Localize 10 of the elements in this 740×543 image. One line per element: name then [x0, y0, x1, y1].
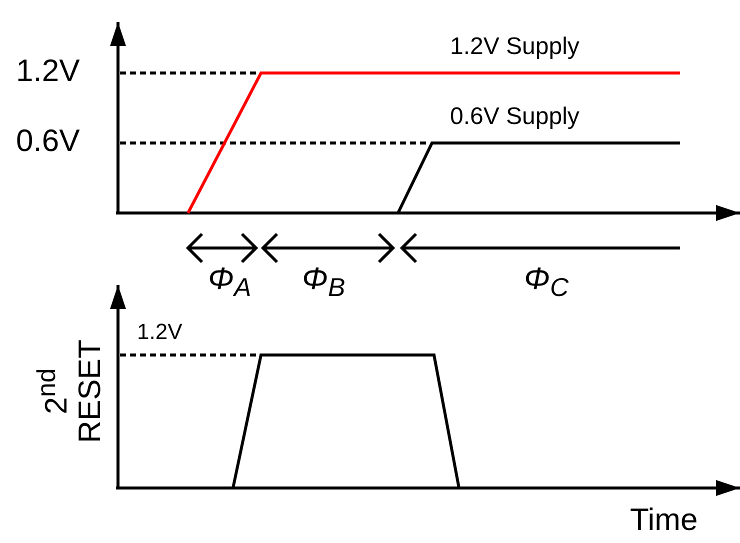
phase-label: Φ$_{C}$: [524, 262, 569, 303]
phase-label: Φ$_{A}$: [208, 262, 252, 303]
axis-tick-label: 0.6V: [16, 124, 80, 158]
axis-label: Time: [630, 503, 698, 538]
axis-tick-label: 1.2V: [16, 54, 80, 88]
axis-label: 2$^{nd}$ RESET: [33, 338, 108, 444]
phase-label: Φ$_{B}$: [302, 262, 346, 303]
waveform-label: 1.2V Supply: [450, 34, 580, 60]
axis-tick-label: 1.2V: [137, 320, 182, 344]
waveform-label: 0.6V Supply: [450, 104, 580, 130]
